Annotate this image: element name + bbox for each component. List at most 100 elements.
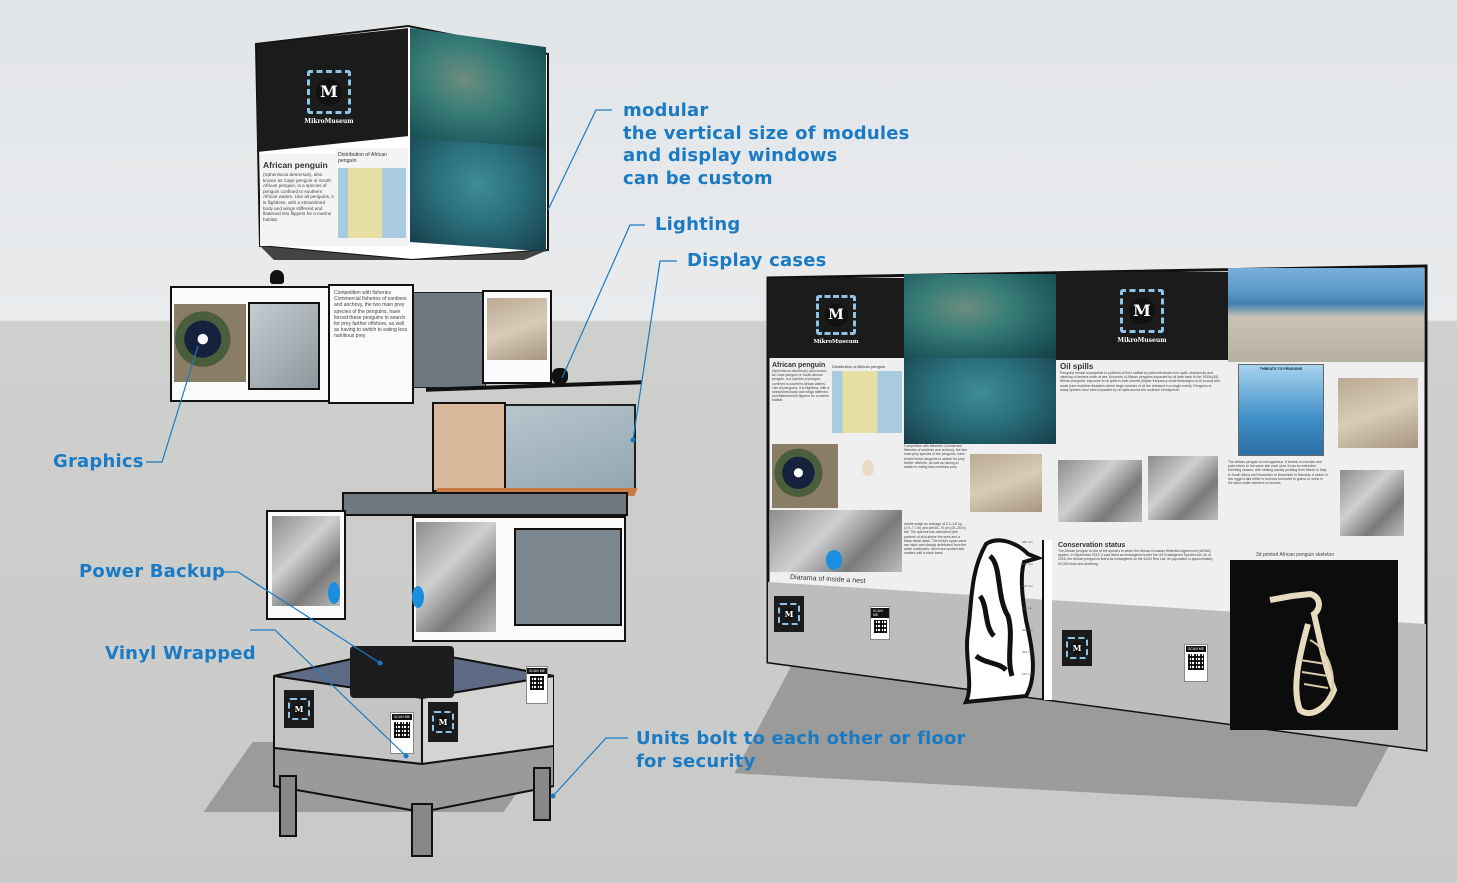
qr-code-icon — [530, 676, 544, 690]
wall-intro-body: (Spheniscus demersus), also known as Cap… — [772, 369, 830, 403]
display-case-wood-side — [432, 402, 506, 492]
mikromuseum-logo-icon: M — [432, 711, 454, 733]
scale-tick: 200 mm — [1022, 650, 1033, 654]
wall-distribution-map — [832, 371, 902, 433]
callout-modular-line: can be custom — [623, 167, 773, 189]
penguin-pair-photo — [1340, 470, 1404, 536]
oil-spills-block: Oil spills Penguins remain susceptible t… — [1060, 362, 1220, 392]
callout-units-bolt-line: for security — [636, 750, 756, 772]
display-case-glass — [504, 404, 636, 492]
callout-lighting: Lighting — [655, 214, 741, 235]
scale-tick: 400 mm — [1022, 606, 1033, 610]
colony-photo — [416, 522, 496, 632]
callout-units-bolt-line: Units bolt to each other or floor — [636, 728, 966, 749]
qr-code-sticker[interactable]: SCAN ME — [526, 666, 548, 704]
leader-lighting — [561, 224, 645, 379]
base-logo-left: M — [284, 690, 314, 728]
mikromuseum-logo-icon: M — [288, 698, 310, 720]
spotlight-icon — [270, 270, 284, 284]
conservation-title: Conservation status — [1058, 542, 1126, 549]
penguin-skeleton-silhouette — [962, 538, 1042, 705]
oil-spills-body: Penguins remain susceptible to pollution… — [1060, 371, 1220, 392]
leader-bolt — [552, 737, 628, 797]
qr-code-sticker[interactable]: SCAN ME — [1184, 644, 1208, 682]
kiosk-window-module — [266, 490, 630, 644]
graphics-right-face: Competition with fisheries Commercial fi… — [328, 284, 414, 404]
logo-wordmark: MikroMuseum — [813, 339, 859, 345]
scale-tick: 100 mm — [1022, 672, 1033, 676]
logo-letter: M — [783, 608, 795, 620]
mikromuseum-logo-icon: M — [1120, 288, 1164, 333]
penguin-photo — [174, 304, 246, 382]
qr-code-icon — [1188, 654, 1204, 670]
wall-map-block: Distribution of African penguin — [832, 364, 902, 436]
wall-panel: M MikroMuseum M MikroMuseum African peng… — [766, 264, 1428, 752]
wall-intro-block: African penguin (Spheniscus demersus), a… — [772, 362, 830, 403]
graphics-back-panel — [412, 292, 486, 388]
boulders-beach-photo — [1228, 268, 1424, 362]
callout-vinyl-wrapped: Vinyl Wrapped — [105, 643, 256, 664]
wall-adults-text: Adults weigh an average of 2.2–3.5 kg (4… — [904, 522, 967, 556]
scan-me-label: SCAN ME — [1186, 646, 1206, 652]
logo-wordmark: MikroMuseum — [1117, 336, 1167, 344]
wall-underwater-photo-bottom — [904, 358, 1056, 444]
mikromuseum-logo-icon: M — [307, 69, 351, 114]
qr-code-sticker[interactable]: SCAN ME — [390, 712, 414, 754]
top-module-body: (Spheniscus demersus), also known as Cap… — [263, 172, 334, 222]
threats-title: THREATS TO PENGUINS — [1259, 367, 1303, 371]
wall-penguin-photo — [772, 444, 838, 508]
skeleton-photo — [1230, 560, 1398, 730]
top-module-map-panel: Distribution of African penguin — [336, 148, 408, 246]
top-module-title: African penguin — [263, 160, 328, 170]
breeding-text: The African penguin is monogamous. It br… — [1228, 460, 1328, 486]
skeleton-caption: 3d printed African penguin skeleton — [1256, 552, 1335, 558]
wall-panel-logo-left: M MikroMuseum — [796, 286, 876, 354]
top-module-map-title: Distribution of African penguin — [338, 152, 388, 164]
conservation-block: Conservation status The African penguin … — [1058, 542, 1220, 566]
callout-display-cases: Display cases — [687, 250, 827, 271]
leader-display-cases — [632, 260, 677, 441]
callout-modular: modular the vertical size of modules and… — [623, 100, 910, 190]
scan-me-label: SCAN ME — [871, 608, 889, 618]
chicks-photo — [487, 298, 547, 360]
kiosk-base: M M SCAN ME SCAN ME — [272, 636, 554, 858]
mikromuseum-logo-icon: M — [816, 295, 856, 335]
callout-modular-line: and display windows — [623, 145, 838, 166]
logo-letter: M — [824, 303, 848, 327]
logo-wordmark: MikroMuseum — [304, 117, 354, 125]
callout-power-backup: Power Backup — [79, 561, 226, 582]
power-backup-unit — [350, 646, 454, 698]
scale-tick: 650 mm — [1022, 540, 1033, 544]
logo-letter: M — [1129, 297, 1155, 324]
height-scale — [1042, 540, 1052, 700]
mikromuseum-logo-icon: M — [1066, 637, 1088, 659]
logo-letter: M — [316, 78, 342, 105]
kiosk-display-case — [426, 380, 642, 498]
scale-tick: 600 mm — [1022, 562, 1033, 566]
qr-code-sticker[interactable]: SCAN ME — [870, 606, 890, 640]
leader-modular — [547, 109, 612, 211]
window-module-back — [342, 492, 628, 516]
wall-underwater-photo-top — [904, 274, 1056, 358]
penguin-skeleton-icon — [1269, 590, 1338, 717]
base-logo-right: M — [428, 702, 458, 742]
blue-marker-dot — [412, 586, 424, 608]
wall-competition-text: Competition with fisheries Commercial fi… — [904, 444, 967, 470]
top-module-logo: M MikroMuseum — [294, 52, 364, 142]
callout-modular-line: the vertical size of modules — [623, 122, 910, 144]
mikromuseum-logo-icon: M — [778, 603, 800, 625]
conservation-body: The African penguin is one of the specie… — [1058, 549, 1213, 566]
wall-bottom-logo-left: M — [774, 596, 804, 632]
top-module-underwater-photo-top — [410, 28, 546, 158]
blue-marker-dot — [826, 550, 842, 570]
kiosk-top-module: M MikroMuseum African penguin (Spheniscu… — [254, 24, 550, 260]
graphics-side-panel — [482, 290, 552, 384]
kiosk-graphics-module: Competition with fisheries Commercial fi… — [170, 284, 552, 404]
oil-spills-title: Oil spills — [1060, 362, 1094, 371]
wall-penguins-standing-photo — [1058, 460, 1142, 522]
graphics-window — [248, 302, 320, 390]
distribution-map — [338, 168, 406, 238]
spotlight-icon — [552, 368, 568, 384]
top-module-info-panel: African penguin (Spheniscus demersus), a… — [260, 154, 336, 246]
scan-me-label: SCAN ME — [527, 668, 547, 674]
